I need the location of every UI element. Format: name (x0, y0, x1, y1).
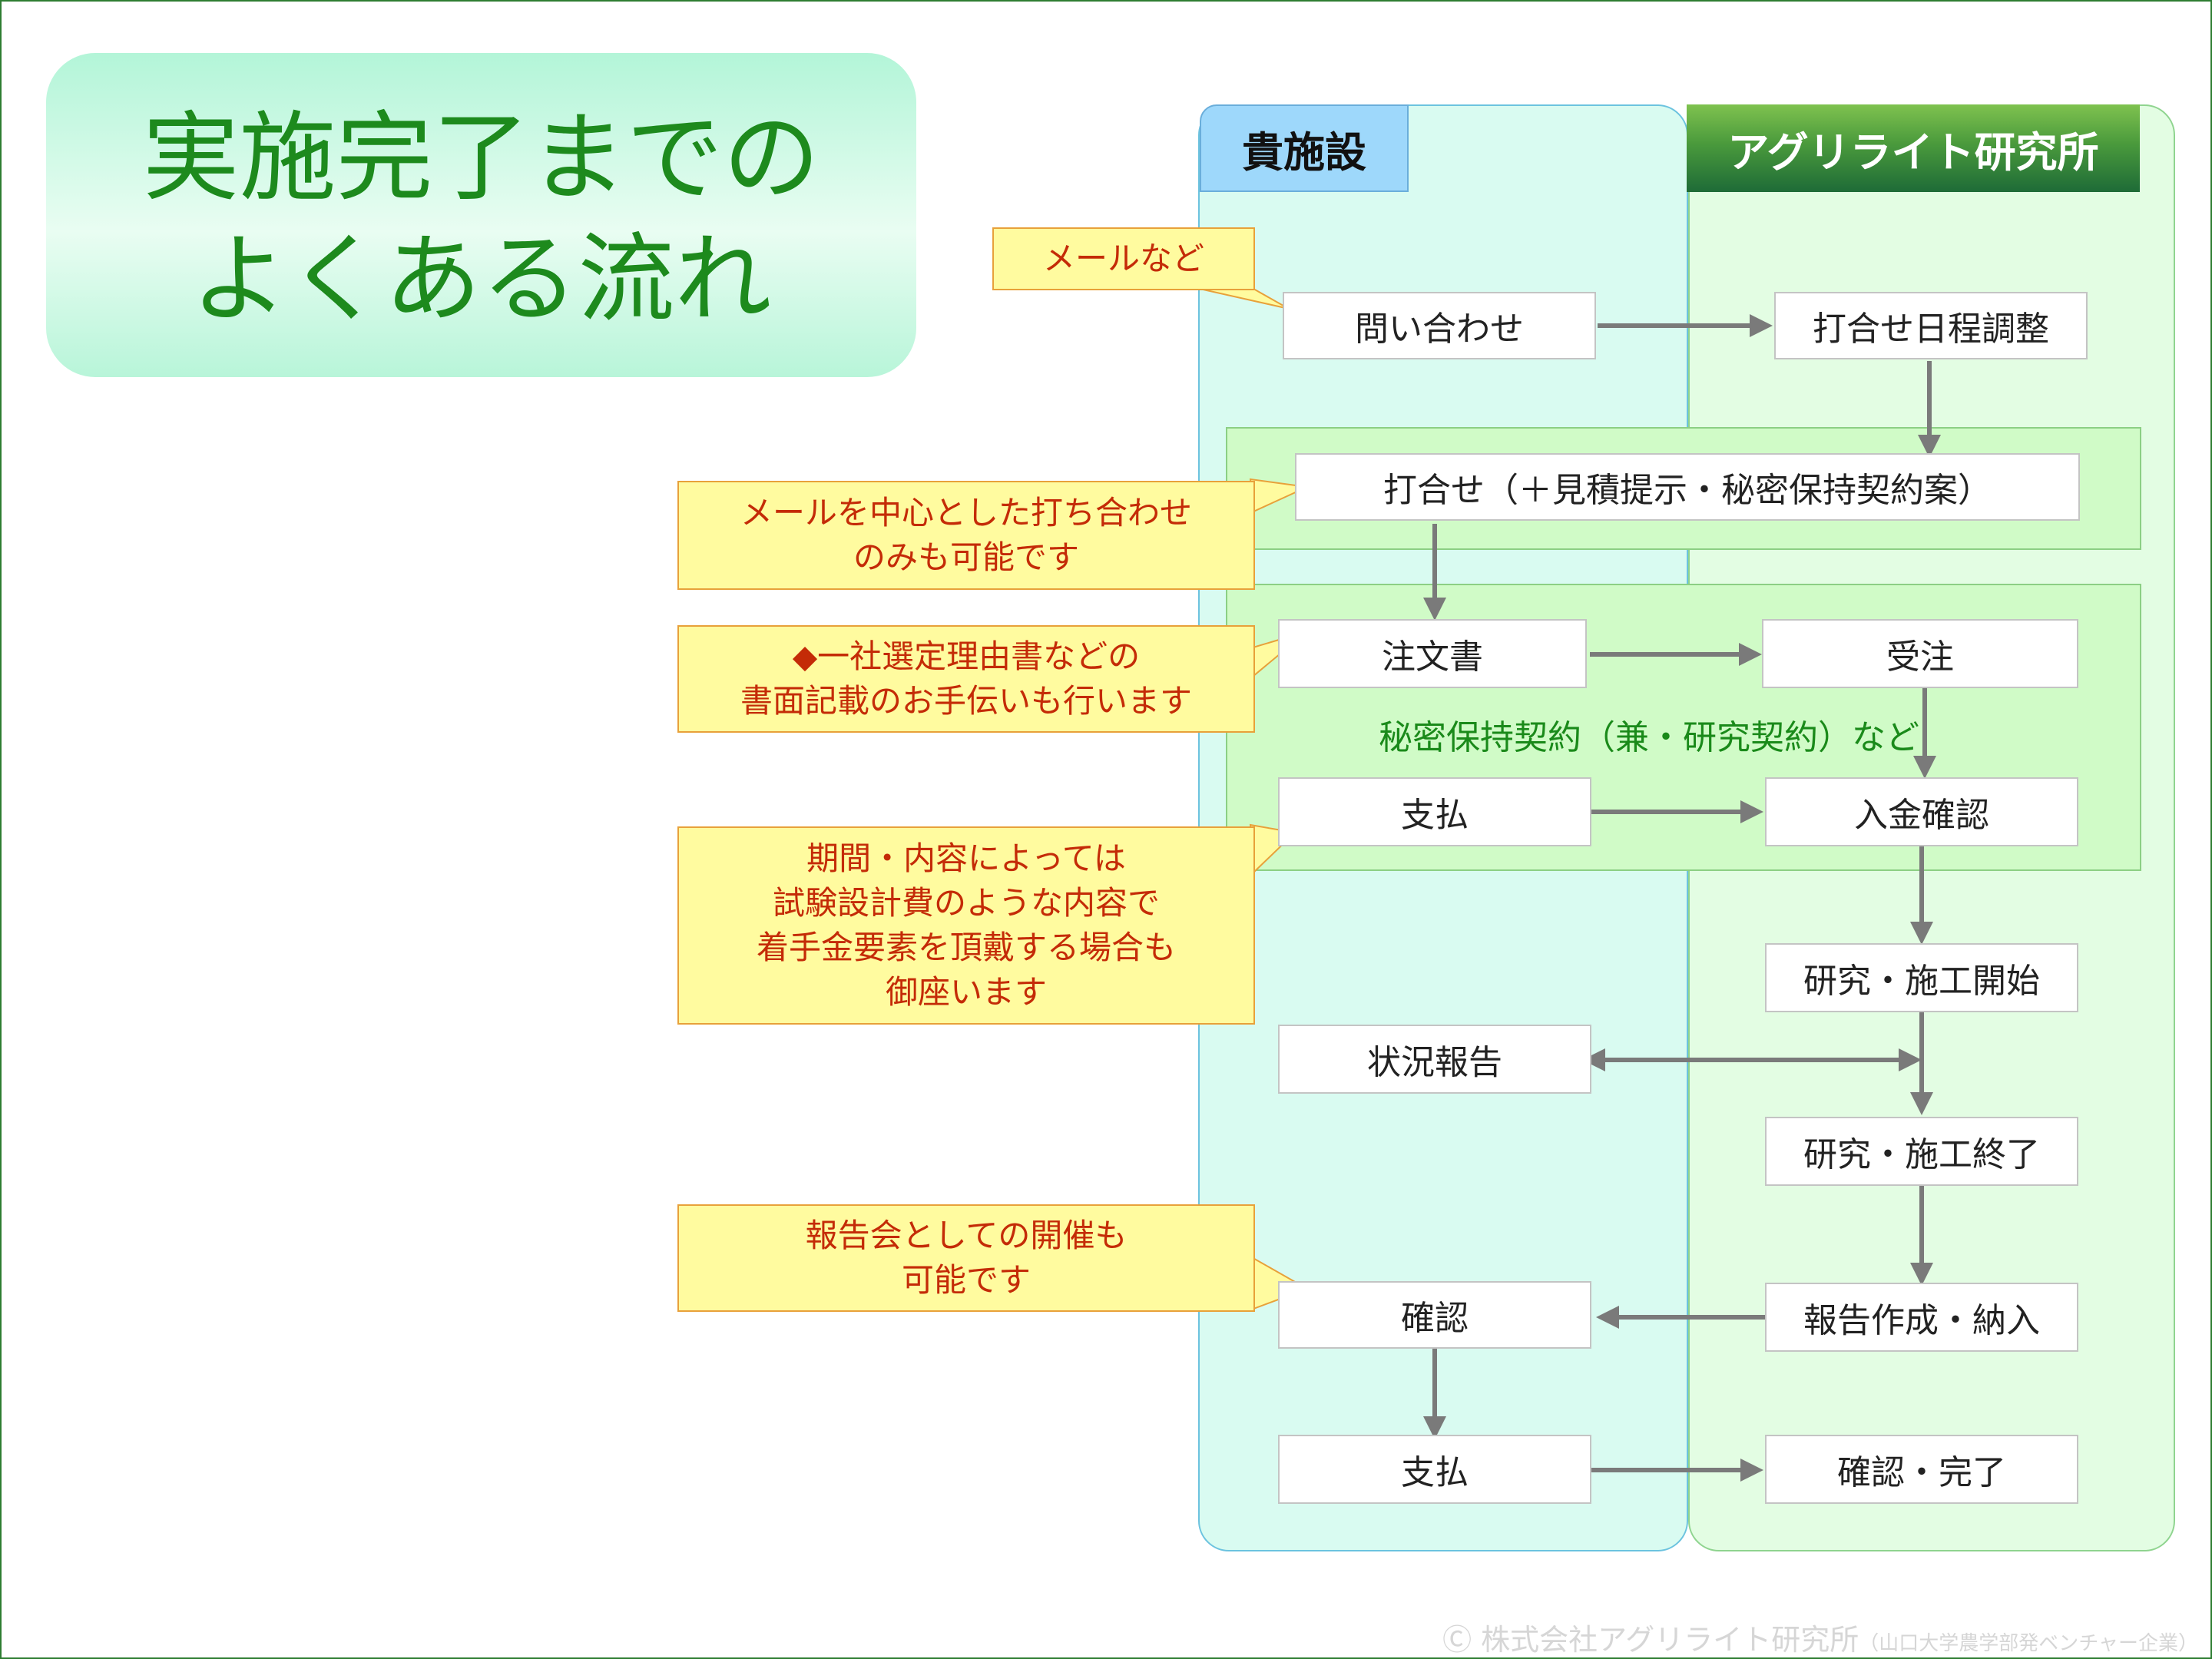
step-confirm: 確認 (1278, 1281, 1591, 1349)
copyright-main: Ⓒ 株式会社アグリライト研究所 (1442, 1623, 1859, 1657)
step-payment-2: 支払 (1278, 1435, 1591, 1504)
copyright: Ⓒ 株式会社アグリライト研究所（山口大学農学部発ベンチャー企業） (923, 1616, 2198, 1657)
note-report-meeting-line-2: 可能です (901, 1261, 1031, 1299)
note-documents: ◆一社選定理由書などの 書面記載のお手伝いも行います (677, 625, 1255, 733)
note-report-meeting: 報告会としての開催も 可能です (677, 1204, 1255, 1312)
step-payment-1: 支払 (1278, 777, 1591, 846)
contract-note: 秘密保持契約（兼・研究契約）など (1379, 718, 1919, 757)
step-schedule: 打合せ日程調整 (1774, 292, 2088, 359)
callout-tail-email (1199, 288, 1290, 310)
copyright-sub: （山口大学農学部発ベンチャー企業） (1859, 1632, 2198, 1655)
note-email: メールなど (992, 227, 1255, 290)
step-order-received: 受注 (1762, 619, 2078, 688)
step-research-start: 研究・施工開始 (1765, 943, 2078, 1012)
title-panel: 実施完了までの よくある流れ (46, 53, 916, 377)
note-documents-line-2: 書面記載のお手伝いも行います (740, 682, 1192, 720)
note-advance-line-3: 着手金要素を頂戴する場合も (756, 929, 1176, 966)
note-meeting-line-2: のみも可能です (853, 538, 1079, 576)
step-meeting: 打合せ（＋見積提示・秘密保持契約案） (1295, 453, 2080, 521)
note-advance-line-2: 試験設計費のような内容で (772, 884, 1160, 922)
note-report-meeting-line-1: 報告会としての開催も (805, 1217, 1128, 1254)
note-meeting: メールを中心とした打ち合わせ のみも可能です (677, 481, 1255, 590)
note-email-text: メールなど (1042, 240, 1204, 277)
note-advance-line-1: 期間・内容によっては (806, 839, 1126, 877)
step-report-delivery: 報告作成・納入 (1765, 1283, 2078, 1352)
lane-header-facility: 貴施設 (1200, 104, 1409, 192)
note-advance-line-4: 御座います (885, 973, 1047, 1011)
step-complete: 確認・完了 (1765, 1435, 2078, 1504)
step-status-report: 状況報告 (1278, 1025, 1591, 1094)
note-documents-line-1: ◆一社選定理由書などの (792, 637, 1141, 675)
lane-header-agrilight: アグリライト研究所 (1687, 104, 2140, 192)
note-advance: 期間・内容によっては 試験設計費のような内容で 着手金要素を頂戴する場合も 御座… (677, 826, 1255, 1025)
note-meeting-line-1: メールを中心とした打ち合わせ (740, 494, 1192, 531)
step-research-end: 研究・施工終了 (1765, 1117, 2078, 1186)
step-inquiry: 問い合わせ (1283, 292, 1596, 359)
step-order-form: 注文書 (1278, 619, 1587, 688)
step-payment-confirm: 入金確認 (1765, 777, 2078, 846)
title-line-1: 実施完了までの (142, 101, 820, 214)
title-line-2: よくある流れ (190, 223, 772, 336)
